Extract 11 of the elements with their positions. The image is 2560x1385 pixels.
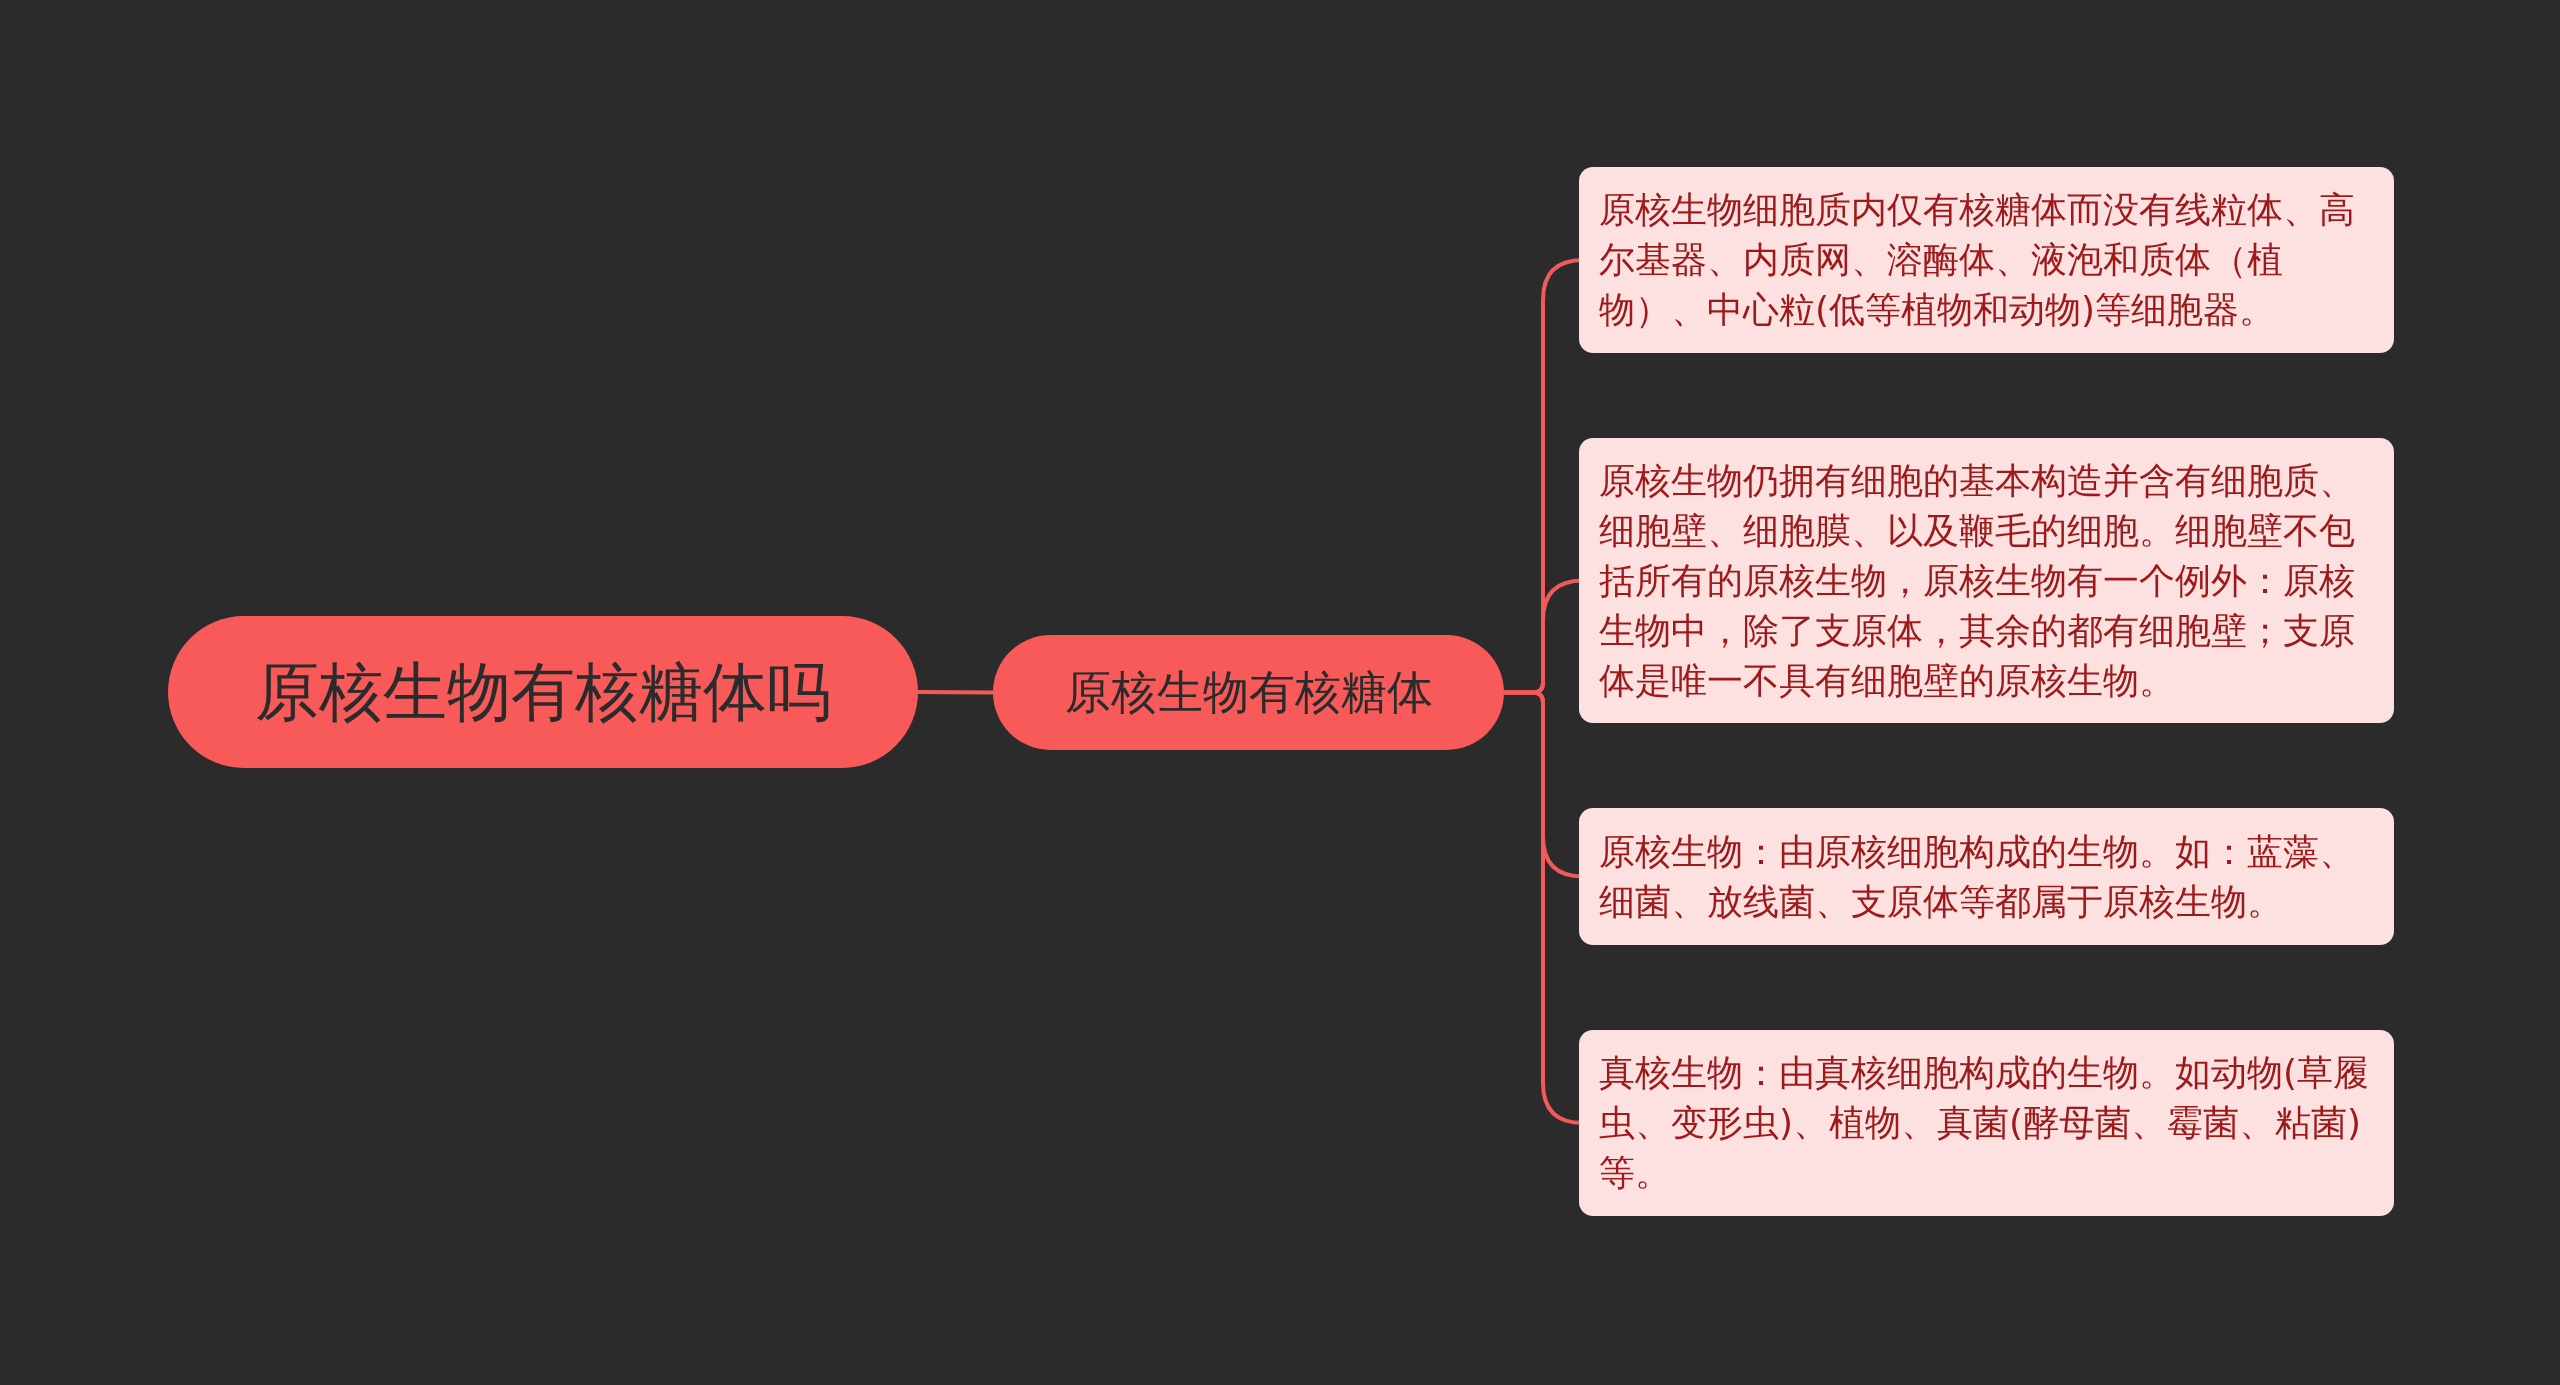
- note-box: [1579, 167, 2394, 353]
- note-box: [1579, 438, 2394, 723]
- node-text: 原核生物有核糖体吗: [255, 653, 831, 731]
- note-box: [1579, 808, 2394, 945]
- node-text: 原核生物仍拥有细胞的基本构造并含有细胞质、细胞壁、细胞膜、以及鞭毛的细胞。细胞壁不包括所有的原核生物，原核生物有一个例外：原核生物中，除了支原体，其余的都有细胞壁；支原体是唯一不具有细胞壁的原核生物。: [1599, 458, 2356, 703]
- connector-line: [918, 690, 993, 695]
- node-text: 原核生物有核糖体: [1064, 663, 1433, 721]
- note-box: [1579, 1030, 2394, 1216]
- node-text: 原核生物：由原核细胞构成的生物。如：蓝藻、细菌、放线菌、支原体等都属于原核生物。: [1599, 829, 2356, 924]
- node-text: 真核生物：由真核细胞构成的生物。如动物(草履虫、变形虫)、植物、真菌(酵母菌、霉菌、粘菌)等。: [1599, 1051, 2371, 1195]
- node-text: 原核生物细胞质内仅有核糖体而没有线粒体、高尔基器、内质网、溶酶体、液泡和质体（植物）、中心粒(低等植物和动物)等细胞器。: [1599, 188, 2356, 332]
